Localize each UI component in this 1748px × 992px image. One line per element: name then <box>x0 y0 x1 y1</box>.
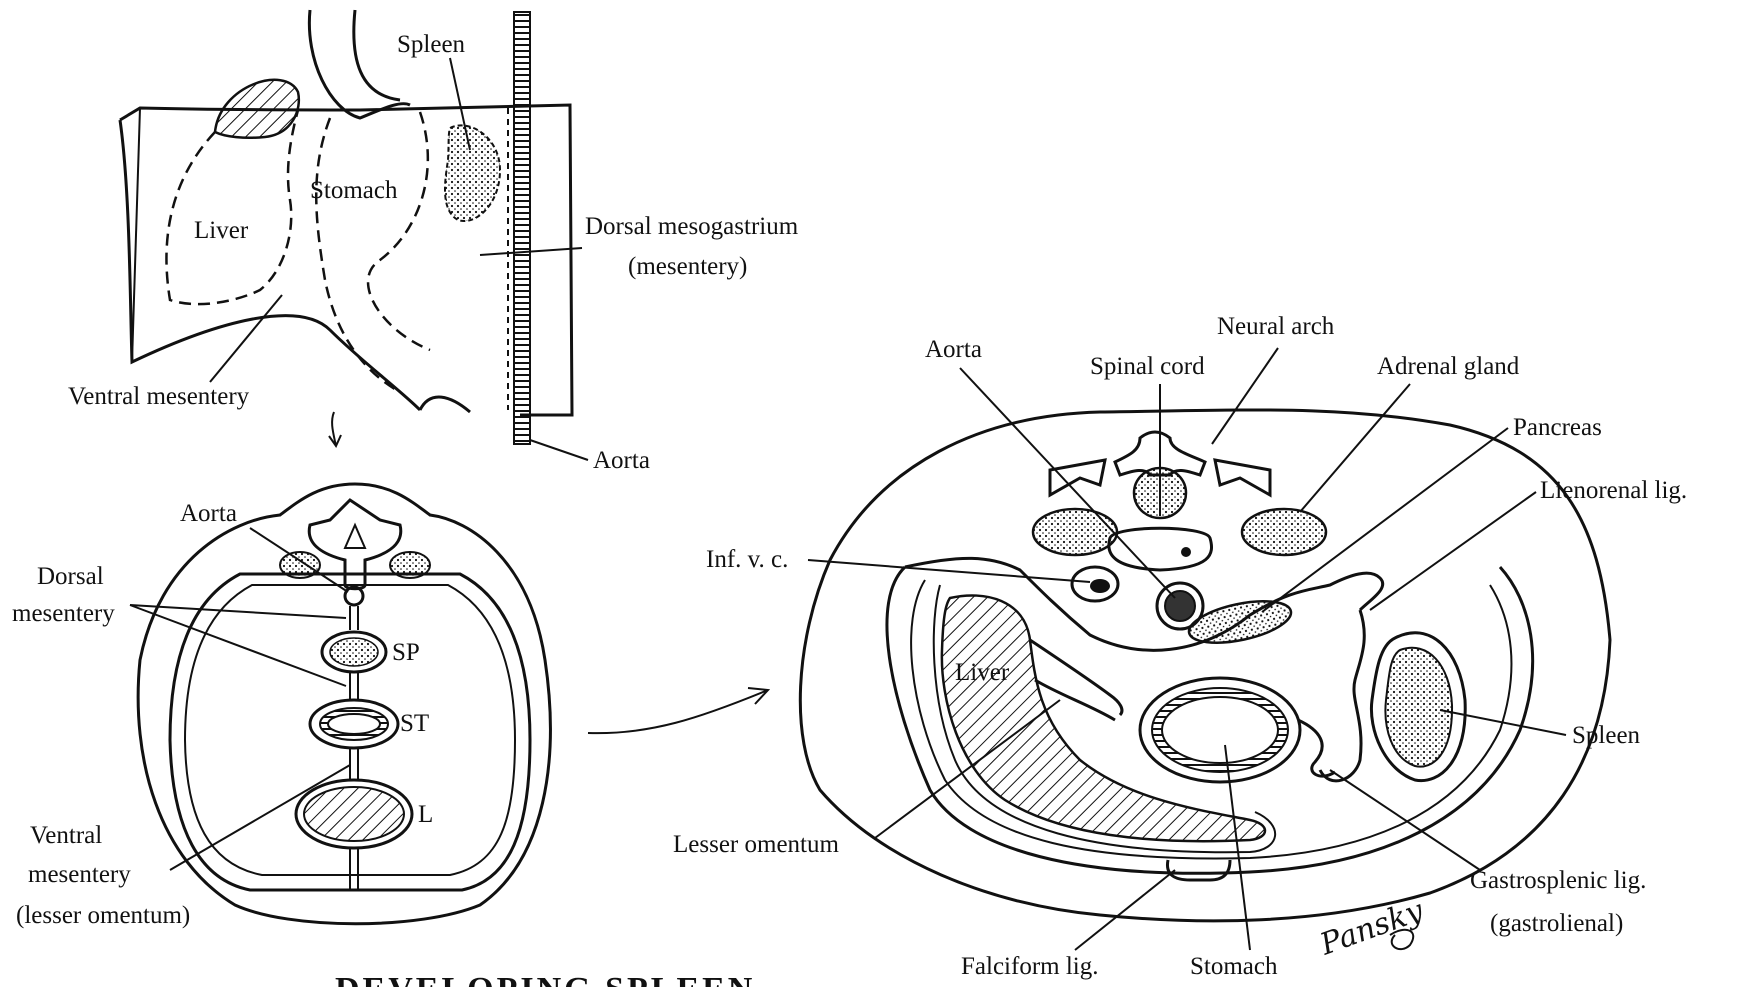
left-spleen-stipple <box>330 638 378 666</box>
esophagus-outline-inner <box>354 10 400 100</box>
label-st: ST <box>400 710 429 737</box>
left-dorsal-mesentery <box>350 606 358 630</box>
right-spleen-stipple <box>1385 648 1452 767</box>
leader-ventral-mesentery-top <box>210 295 282 382</box>
label-lesser-omentum-right: Lesser omentum <box>673 831 839 858</box>
right-gastrosplenic-ligament <box>1298 720 1335 776</box>
left-neural-canal <box>345 525 365 548</box>
connecting-arrow <box>588 688 768 733</box>
leader-adrenal-gland <box>1300 384 1410 512</box>
label-mesentery-paren: (mesentery) <box>628 253 747 280</box>
leader-neural-arch <box>1212 348 1278 444</box>
label-pancreas: Pancreas <box>1513 414 1602 441</box>
label-liver-right: Liver <box>955 659 1010 686</box>
label-inf-vc: Inf. v. c. <box>706 546 788 573</box>
label-stomach-top: Stomach <box>310 177 398 204</box>
right-transverse-left <box>1050 460 1105 495</box>
right-ivc-lumen <box>1090 579 1110 593</box>
label-falciform-lig: Falciform lig. <box>961 953 1098 980</box>
left-kidney-right <box>390 552 430 578</box>
label-neural-arch: Neural arch <box>1217 313 1335 340</box>
label-lienorenal-lig: Lienorenal lig. <box>1540 477 1687 504</box>
label-adrenal-gland: Adrenal gland <box>1377 353 1520 380</box>
label-dorsal-mesogastrium: Dorsal mesogastrium <box>585 213 799 240</box>
right-cross-section: Neural arch Aorta Spinal cord Adrenal gl… <box>673 313 1687 980</box>
label-liver-top: Liver <box>194 217 249 244</box>
label-lesser-omentum-paren: (lesser omentum) <box>16 902 190 929</box>
left-stomach-lumen <box>328 714 380 734</box>
label-spinal-cord: Spinal cord <box>1090 353 1205 380</box>
aorta-tube <box>514 12 530 444</box>
esophagus-outline <box>309 10 410 118</box>
leader-inf-vc <box>808 560 1090 582</box>
leader-dorsal-mesentery-1 <box>130 605 346 618</box>
right-kidney-right <box>1242 509 1326 555</box>
leader-dorsal-mesentery-2 <box>130 605 346 686</box>
liver-dashed-outline <box>166 110 298 304</box>
label-aorta-right: Aorta <box>925 336 982 363</box>
left-liver-hatched <box>304 787 404 841</box>
label-aorta-left: Aorta <box>180 500 237 527</box>
right-transverse-right <box>1215 460 1270 495</box>
left-falciform <box>350 848 358 890</box>
top-mesentery-diagram: Spleen Stomach Liver Dorsal mesogastrium… <box>68 10 799 474</box>
liver-hatched-lobe <box>215 80 299 138</box>
leader-aorta-left <box>250 528 348 592</box>
spleen-stippled <box>445 125 500 221</box>
stomach-dashed-outline <box>316 112 430 392</box>
label-spleen-right: Spleen <box>1572 722 1641 749</box>
leader-aorta-top <box>530 440 588 460</box>
artist-signature: Pansky <box>1315 893 1429 963</box>
right-vertebral-body <box>1109 528 1212 570</box>
left-mesentery-sp-st <box>350 672 358 700</box>
right-aorta-lumen <box>1165 591 1195 621</box>
right-falciform <box>1167 860 1230 880</box>
left-ventral-mesentery <box>350 748 358 780</box>
leader-falciform-lig <box>1075 870 1175 950</box>
label-mesentery-left: mesentery <box>12 600 115 627</box>
leader-gastrosplenic-lig <box>1330 770 1480 870</box>
label-aorta-top: Aorta <box>593 447 650 474</box>
down-arrow <box>329 412 341 446</box>
label-ventral-mesentery-top: Ventral mesentery <box>68 383 250 410</box>
right-lienorenal-ligament <box>1320 610 1364 781</box>
left-cross-section: Aorta Dorsal mesentery SP ST L Ventral m… <box>12 484 550 929</box>
right-vertebral-center <box>1181 547 1191 557</box>
label-spleen-top: Spleen <box>397 31 466 58</box>
leader-spleen-right <box>1440 710 1566 735</box>
right-kidney-left <box>1033 509 1117 555</box>
label-mesentery2-left: mesentery <box>28 861 131 888</box>
right-stomach-lumen <box>1162 697 1278 763</box>
label-l: L <box>418 801 433 828</box>
figure-title: DEVELOPING SPLEEN <box>335 971 755 987</box>
right-body-wall-outer <box>800 410 1610 921</box>
leader-lienorenal-lig <box>1370 492 1536 610</box>
left-kidney-left <box>280 552 320 578</box>
mesentery-sheet <box>120 105 572 415</box>
sheet-edge <box>132 108 140 362</box>
label-gastrolienal-paren: (gastrolienal) <box>1490 910 1623 937</box>
label-dorsal-left: Dorsal <box>37 563 104 590</box>
label-stomach-right: Stomach <box>1190 953 1278 980</box>
label-gastrosplenic-lig: Gastrosplenic lig. <box>1470 867 1646 894</box>
label-ventral-left: Ventral <box>30 822 102 849</box>
label-sp: SP <box>392 639 420 666</box>
